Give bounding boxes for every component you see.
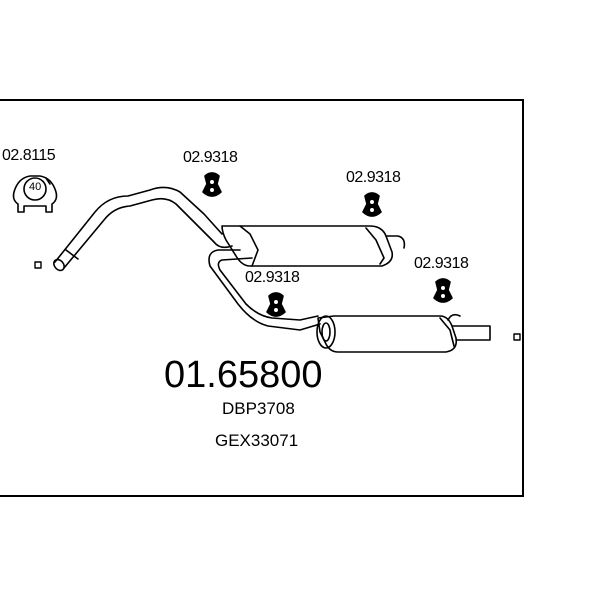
- hanger-icon-3: [266, 292, 286, 317]
- hanger-label-2: 02.9318: [346, 169, 401, 186]
- clamp-size-label: 40: [29, 181, 42, 193]
- clamp-label: 02.8115: [2, 147, 56, 164]
- intermediate-pipe: [208, 249, 321, 331]
- middle-silencer: [221, 225, 406, 267]
- clamp-icon: [12, 175, 58, 213]
- cross-ref-1: DBP3708: [222, 399, 295, 418]
- hanger-label-3: 02.9318: [245, 269, 300, 286]
- hanger-label-1: 02.9318: [183, 149, 238, 166]
- inlet-marker: [34, 261, 42, 269]
- diagram-frame: [0, 99, 524, 497]
- part-number: 01.65800: [164, 354, 323, 396]
- front-pipe: [53, 186, 233, 272]
- cross-ref-2: GEX33071: [215, 431, 299, 450]
- outlet-marker: [513, 333, 521, 341]
- hanger-icon-1: [202, 172, 222, 197]
- rear-silencer: [316, 313, 491, 353]
- hanger-icon-2: [362, 192, 382, 217]
- hanger-icon-4: [433, 278, 453, 303]
- hanger-label-4: 02.9318: [414, 255, 469, 272]
